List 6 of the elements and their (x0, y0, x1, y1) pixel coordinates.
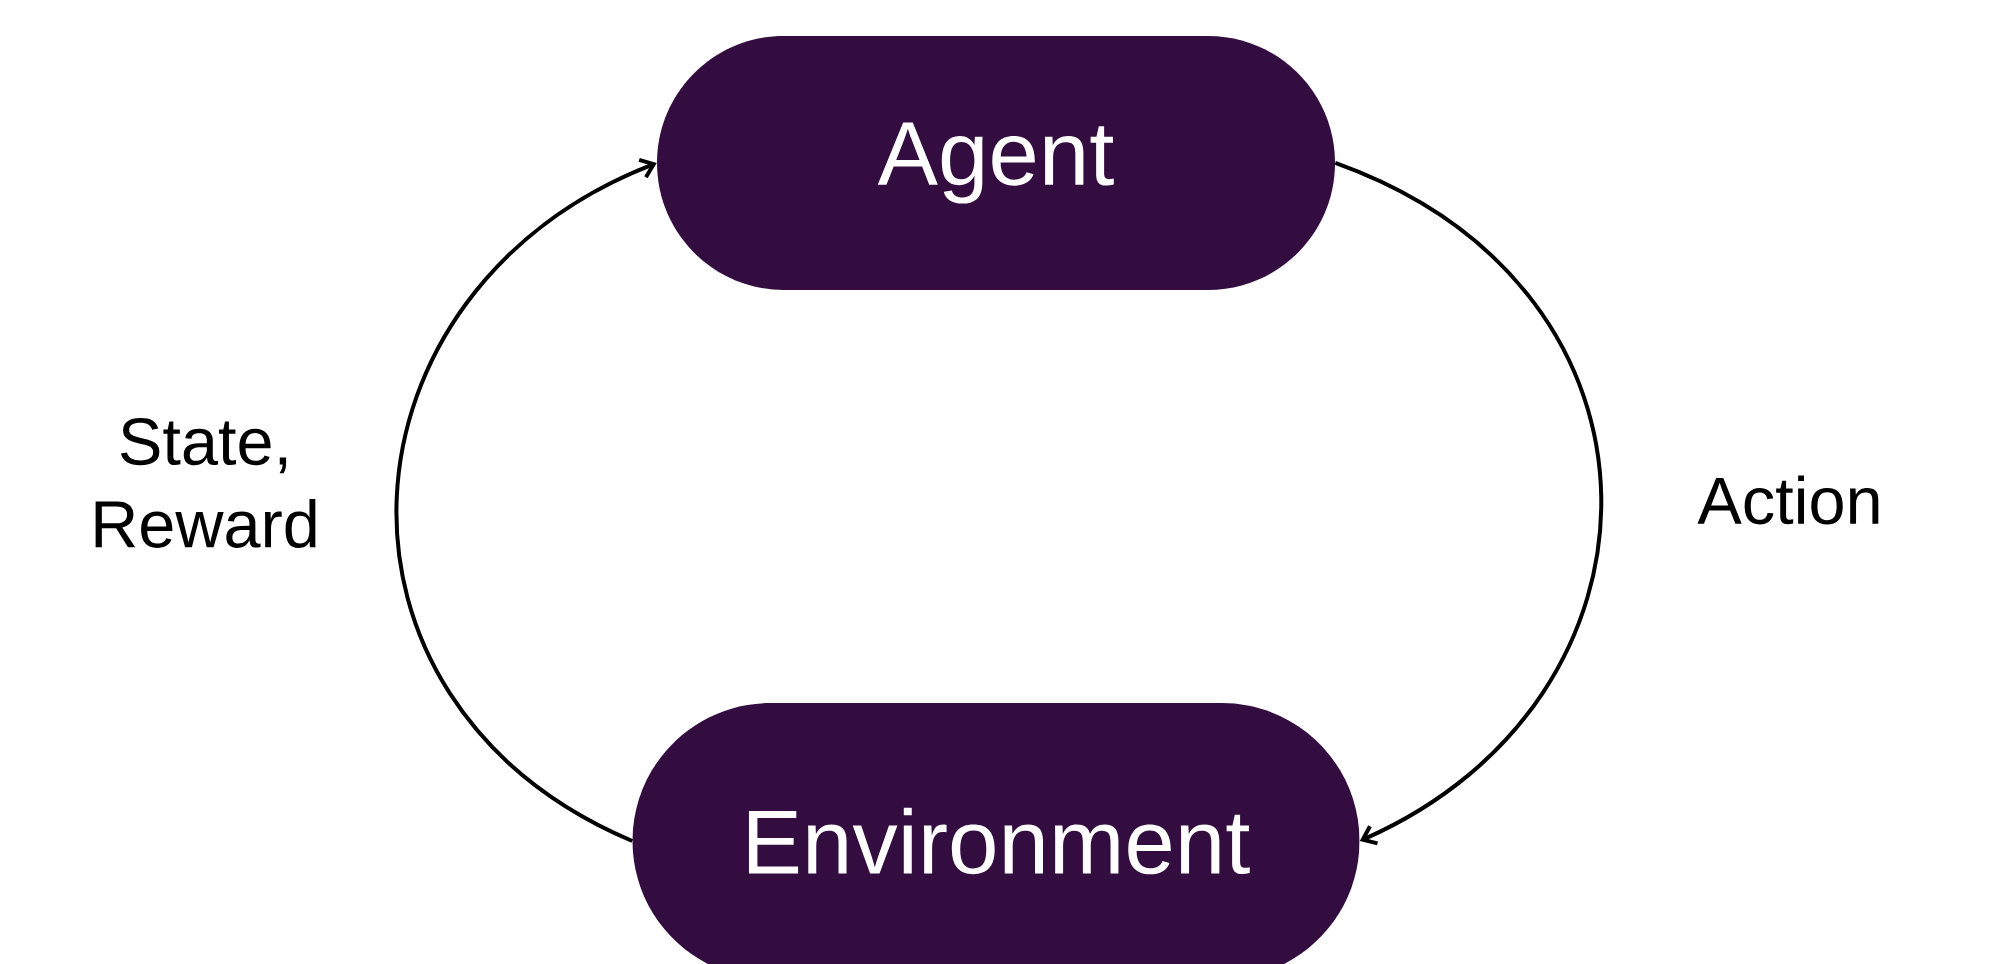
curved-arrow (395, 157, 657, 843)
edge-label: State, Reward (95, 418, 316, 548)
pill-box: Agent (657, 36, 1335, 290)
pill-box: Environment (632, 703, 1360, 964)
curved-arrow (1334, 161, 1603, 846)
edge-label: Action (1697, 475, 1879, 525)
